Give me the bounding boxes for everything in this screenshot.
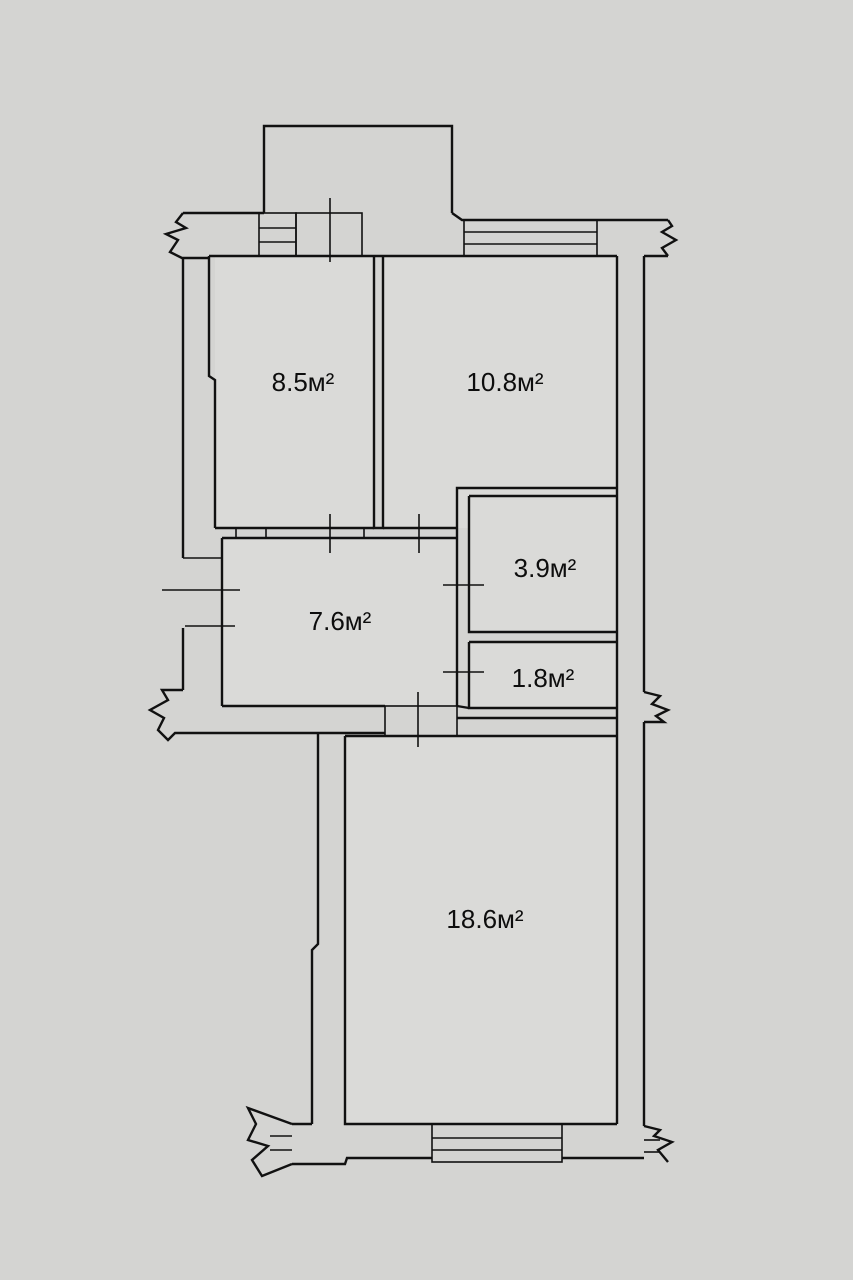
room-small-upper-floor: [469, 496, 616, 632]
window-top-right: [463, 219, 598, 257]
partition-hall-bottom: [222, 692, 617, 747]
outer-wall-left: [181, 256, 224, 706]
balcony: [262, 124, 454, 213]
balcony-door: [295, 198, 363, 262]
outer-wall-right: [615, 256, 646, 1126]
break-mark-bottom-left: [245, 1105, 293, 1178]
outer-wall-bottom: [292, 1122, 644, 1166]
room-top-right-floor: [383, 256, 616, 528]
room-hall-floor: [222, 538, 457, 706]
break-mark-top-left: [162, 212, 209, 260]
break-mark-bottom-right: [644, 1139, 660, 1153]
area-label-room-small-upper: 3.9м²: [514, 553, 577, 583]
partition-top: [215, 256, 457, 553]
window-bottom: [431, 1123, 563, 1163]
break-mark-left: [147, 688, 310, 742]
break-mark-top-right: [659, 219, 679, 257]
window-top-left: [258, 212, 297, 257]
area-label-room-small-lower: 1.8м²: [512, 663, 575, 693]
room-top-left-floor: [215, 256, 374, 528]
window-left: [162, 557, 240, 627]
area-label-room-hall: 7.6м²: [309, 606, 372, 636]
break-mark-right: [643, 690, 675, 1163]
area-label-room-top-left: 8.5м²: [272, 367, 335, 397]
room-small-lower-floor: [469, 642, 616, 708]
area-label-room-top-right: 10.8м²: [466, 367, 543, 397]
room-large-floor: [345, 736, 616, 1124]
area-label-room-large: 18.6м²: [446, 904, 523, 934]
